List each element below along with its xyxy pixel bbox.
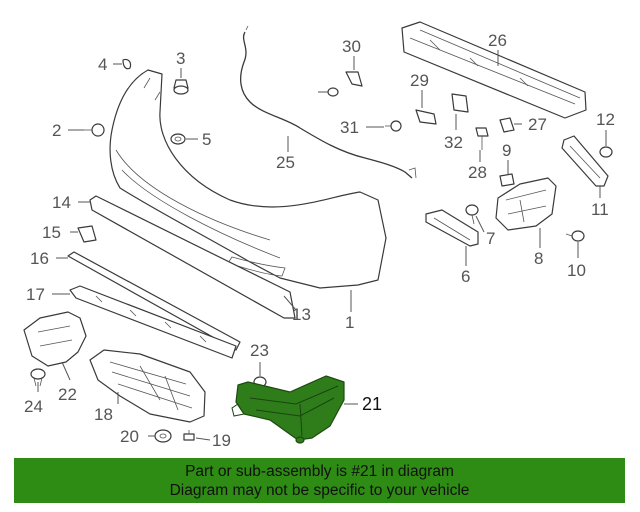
part-18-lower-cover [89,349,206,423]
part-22-bracket [23,311,87,367]
callout-28: 28 [468,163,487,182]
callout-6: 6 [461,267,470,286]
part-28-screw [475,127,489,150]
callout-1: 1 [345,313,354,332]
part-24-clip [30,368,46,387]
part-1-bumper-cover [109,69,387,289]
callout-9: 9 [502,141,511,160]
part-6-bracket [425,209,479,247]
part-19-screw [183,430,195,441]
callout-10: 10 [567,261,586,280]
callout-4: 4 [98,55,107,74]
callout-11: 11 [591,200,609,219]
banner-part-line: Part or sub-assembly is #21 in diagram [185,462,454,480]
part-27-clip [499,117,515,133]
callout-26: 26 [488,31,507,50]
callout-17: 17 [26,285,45,304]
callout-labels: 1 2 3 4 5 6 7 8 9 10 11 12 13 14 15 16 1… [24,31,615,450]
part-30-screw-head [327,87,339,97]
part-30-bracket [345,71,363,87]
callout-8: 8 [534,249,543,268]
callout-7: 7 [486,229,495,248]
callout-21: 21 [362,394,382,414]
callout-18: 18 [94,405,113,424]
callout-27: 27 [528,115,547,134]
part-info-banner: Part or sub-assembly is #21 in diagram D… [14,458,625,503]
part-11-bracket [561,135,609,187]
banner-disclaimer-line: Diagram may not be specific to your vehi… [169,481,470,499]
leader-lines [37,50,607,441]
part-15-bracket [77,225,97,243]
part-7-screw [465,204,479,225]
part-3-nut [173,79,189,95]
part-32-retainer [451,93,469,113]
part-25-wiring-harness [239,31,413,179]
part-5-nut [170,133,186,145]
callout-12: 12 [596,110,615,129]
parts-diagram: 1 2 3 4 5 6 7 8 9 10 11 12 13 14 15 16 1… [23,21,615,450]
part-12-nut [599,146,613,158]
callout-16: 16 [30,249,49,268]
callout-25: 25 [276,153,295,172]
callout-5: 5 [202,130,211,149]
callout-19: 19 [212,431,231,450]
part-31-screw [385,120,402,132]
callout-30: 30 [342,37,361,56]
part-9-clip [499,173,515,187]
part-10-screw [565,230,585,242]
part-8-bracket [495,177,557,231]
callout-13: 13 [292,305,311,324]
callout-3: 3 [176,49,185,68]
callout-14: 14 [52,193,71,212]
part-4-clip [122,58,132,70]
callout-15: 15 [42,223,61,242]
callout-31: 31 [340,118,359,137]
callout-24: 24 [24,397,43,416]
part-14-strip [89,195,296,319]
callout-32: 32 [444,133,463,152]
part-26-bumper-reinforcement [401,21,587,119]
part-20-grommet [154,429,172,443]
part-16-molding [67,251,241,351]
part-2-bolt [84,123,105,137]
part-21-highlighted[interactable] [231,375,345,444]
callout-23: 23 [250,341,269,360]
part-29-bracket [415,109,437,125]
callout-29: 29 [410,71,429,90]
callout-20: 20 [120,427,139,446]
callout-22: 22 [58,385,77,404]
part-17-guide-rail [69,285,237,359]
callout-2: 2 [52,121,61,140]
